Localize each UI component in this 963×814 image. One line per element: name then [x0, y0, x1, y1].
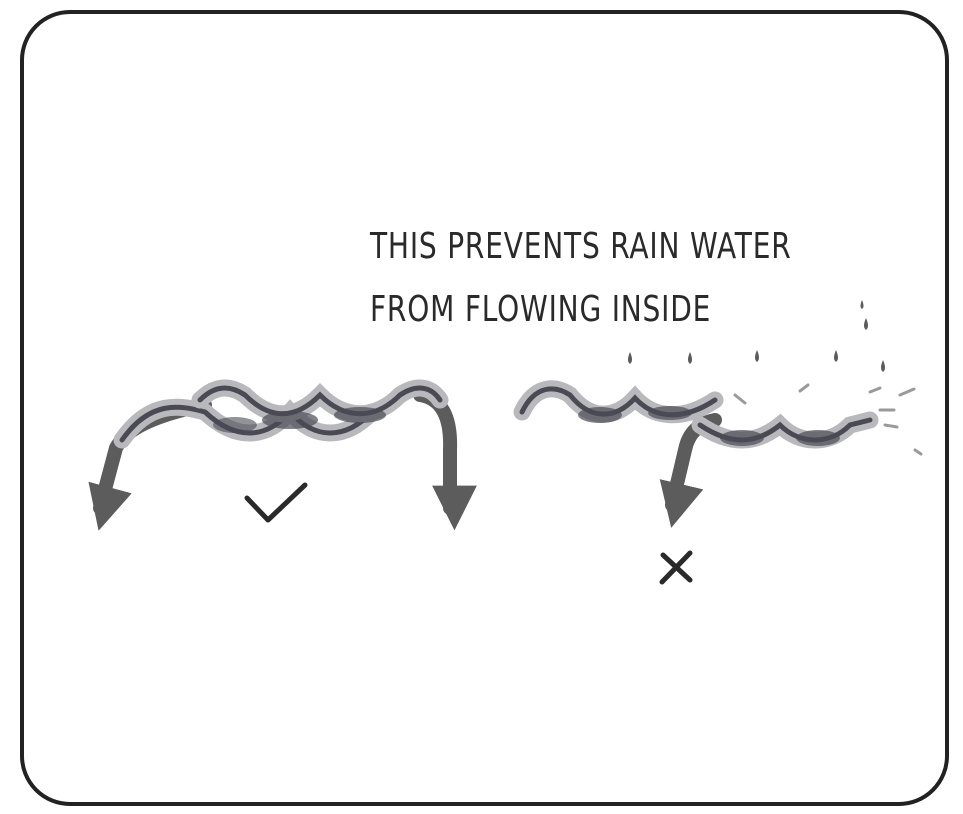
- caption-line-2: FROM FLOWING INSIDE: [370, 289, 711, 330]
- caption-line-1: THIS PREVENTS RAIN WATER: [370, 226, 792, 267]
